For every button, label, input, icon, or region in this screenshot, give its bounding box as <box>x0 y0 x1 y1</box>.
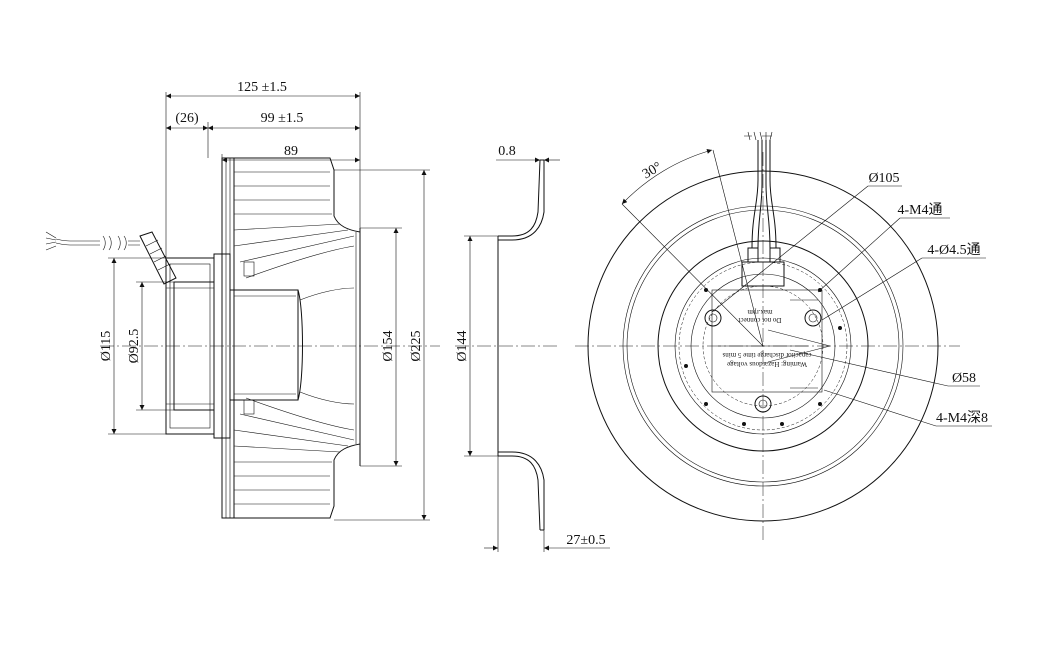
dim-angle: 30° <box>640 160 664 183</box>
dim-ring-depth: 27±0.5 <box>566 533 605 548</box>
impeller-blades <box>233 171 355 505</box>
dim-inlet-offset: (26) <box>175 111 199 126</box>
dim-hub-dia: Ø58 <box>952 371 976 386</box>
inlet-ring-view: 0.8 Ø144 27±0.5 <box>455 144 610 552</box>
dim-ring-diameter: Ø144 <box>455 330 470 361</box>
dim-blade-width: 89 <box>284 144 298 159</box>
dim-thread-through: 4-M4通 <box>897 202 942 218</box>
label-line-rpm: max.rpm <box>747 308 773 316</box>
warning-label-plate <box>711 289 823 393</box>
motor-body <box>229 289 299 401</box>
dim-hole-circle: Ø105 <box>868 171 899 186</box>
cable-gland <box>741 131 785 287</box>
dim-inlet-dia: Ø154 <box>381 330 396 361</box>
front-view: Warning: Hazardous voltage capacitor dis… <box>575 131 992 540</box>
hub-circle <box>690 273 836 419</box>
cable-icon <box>45 231 177 285</box>
impeller-outer-ring <box>587 170 939 522</box>
dim-motor-bolt-circle: Ø92.5 <box>127 329 142 364</box>
dim-impeller-width: 99 ±1.5 <box>261 111 304 126</box>
label-line-capacitor: capacitor discharge time 5 mins <box>722 351 811 359</box>
dim-hole-through: 4-Ø4.5通 <box>927 242 980 258</box>
side-view: 125 ±1.5 (26) 99 ±1.5 89 Ø115 Ø92.5 Ø154… <box>45 80 440 521</box>
dim-motor-flange-dia: Ø115 <box>99 331 114 362</box>
dim-impeller-dia: Ø225 <box>409 330 424 361</box>
inlet-ring-profile <box>498 159 541 237</box>
label-line-connect: Do not connect <box>739 316 782 324</box>
dim-ring-thickness: 0.8 <box>498 144 516 159</box>
dim-thread-depth: 4-M4深8 <box>936 410 988 426</box>
dim-overall-length: 125 ±1.5 <box>237 80 287 95</box>
label-line-warning: Warning: Hazardous voltage <box>727 360 807 368</box>
